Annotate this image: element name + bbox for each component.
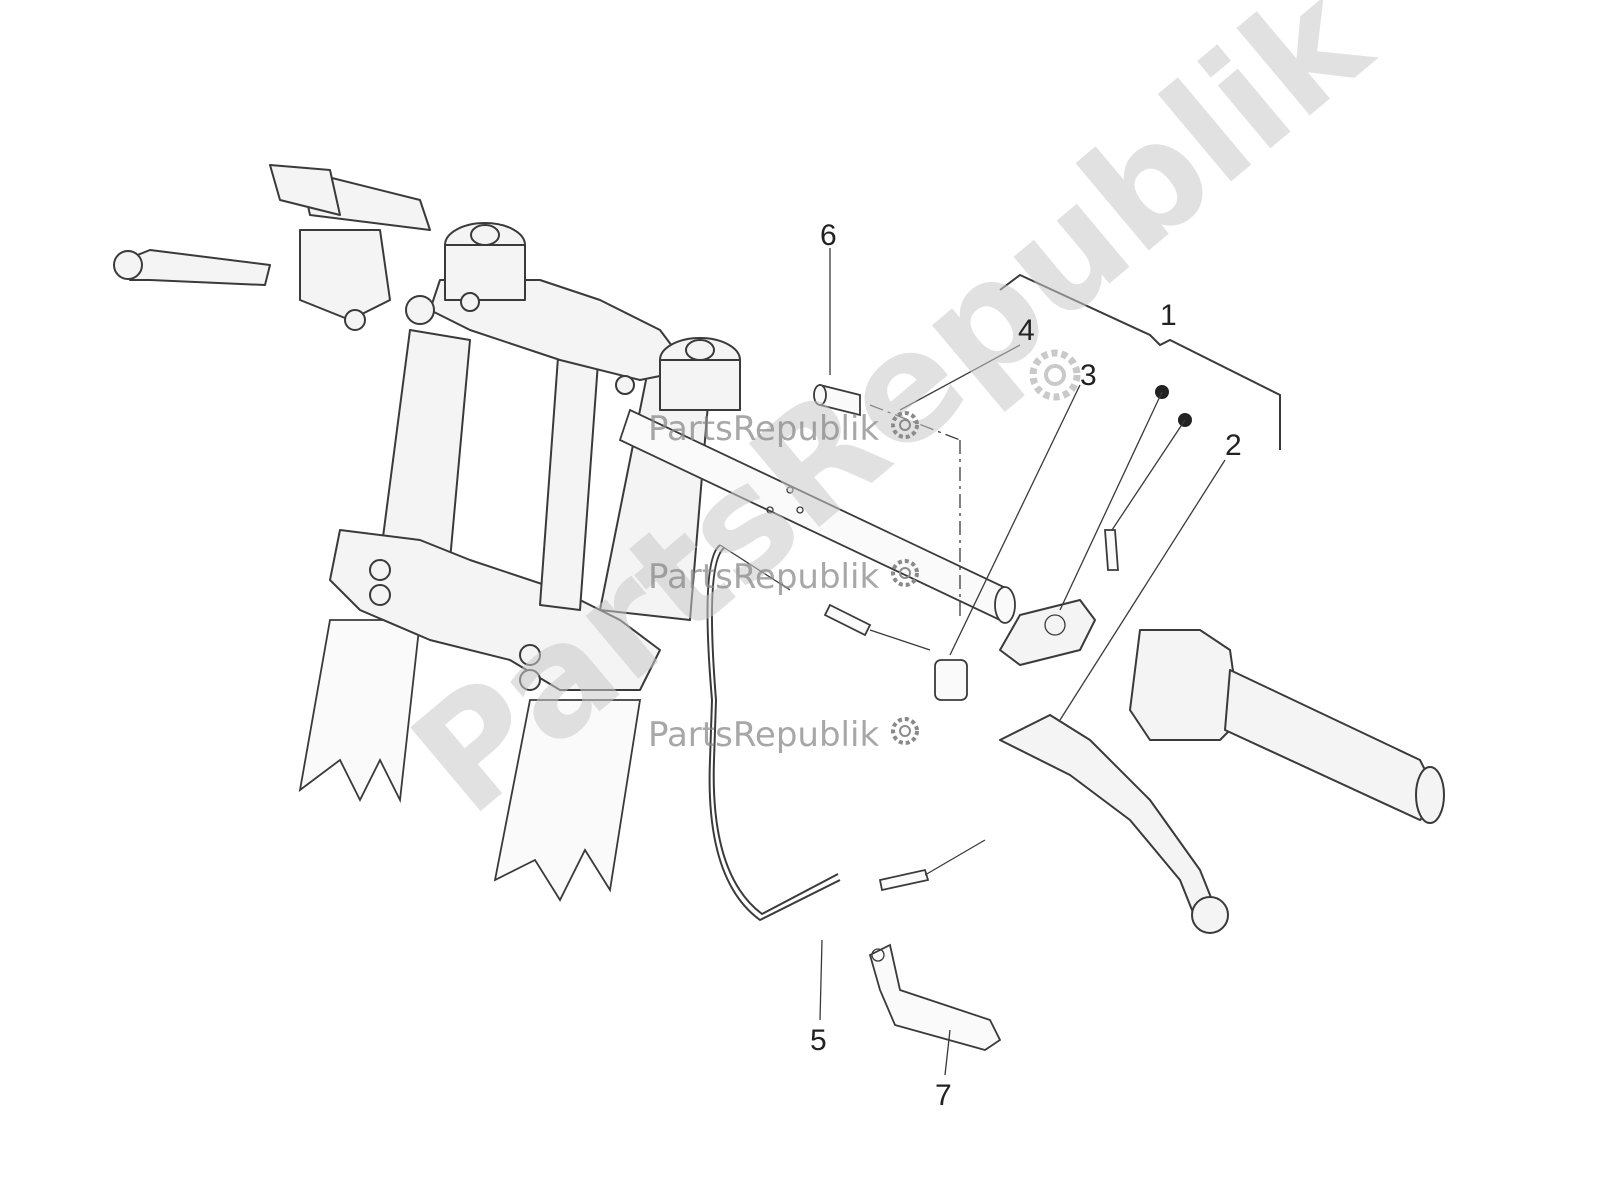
lever-body [999,714,1221,931]
leader-1a [1059,391,1163,611]
clamp-bolt [460,292,480,312]
part-5-clutch-cable [706,544,986,1021]
screw [1104,529,1119,571]
clamp-bolt [519,644,541,666]
part-2-clutch-lever [999,459,1229,934]
leader-1b [1111,419,1186,531]
callout-6: 6 [820,219,837,252]
callout-labels: 1 2 3 4 5 6 7 [810,219,1242,1112]
cable-line [719,544,791,591]
callout-7: 7 [935,1079,952,1112]
tube-hole [766,506,774,514]
gear-icon [891,559,919,587]
watermark-text: PartsRepublik [648,715,879,755]
clamp-bolt [519,669,541,691]
adjuster [878,868,930,892]
callout-2: 2 [1225,429,1242,462]
cable-sheath [706,544,841,922]
cable-end-fitting [823,603,872,637]
callout-1: 1 [1160,299,1177,332]
right-handlebar-tube [618,408,1016,624]
fork-cap-bolt [470,224,500,246]
right-switch-grip [1129,629,1445,824]
lever-bracket [999,385,1192,666]
leader-2 [1059,459,1226,721]
leader-5 [819,939,823,1021]
cable-sheath-inner [710,547,839,916]
switch-housing [1129,629,1241,741]
fork-assembly [113,164,741,902]
front-brake-lever [119,249,271,286]
part-7-cable-bracket [868,943,1002,1076]
tube-hole [796,506,804,514]
watermark-line-1: PartsRepublik [648,409,919,449]
callout-5: 5 [810,1024,827,1057]
callout-3: 3 [1080,359,1097,392]
gear-icon [891,717,919,745]
watermark-text: PartsRepublik [648,557,879,597]
bracket-hole [1044,614,1066,636]
brake-master-cylinder [299,229,391,321]
bracket-hole [871,948,885,962]
banjo-bolt [344,309,366,331]
bushing-body [934,659,968,701]
lever-ball-end [1191,896,1229,934]
fork-leg-left-upper [379,329,471,561]
right-throttle-grip [1224,669,1441,821]
hose-fitting [405,295,435,325]
part-3-bushing [934,384,1081,701]
leader-3 [949,384,1081,656]
gear-icon [1029,349,1081,401]
tube-hole [786,486,794,494]
clamp-bolt [369,559,391,581]
cable-bracket-body [868,943,1002,1051]
fork-top-right [659,359,741,411]
pin-end [813,384,827,406]
left-grip [269,164,341,216]
leader-7 [944,1029,951,1076]
callout-4: 4 [1018,314,1035,347]
grip-end [1415,766,1445,824]
lever-tip [113,250,143,280]
watermark-line-3: PartsRepublik [648,715,919,755]
inner-cable [869,629,931,651]
clamp-bolt [369,584,391,606]
bracket-1 [999,273,1281,450]
fork-top-left [444,244,526,301]
watermark-line-2: PartsRepublik [648,557,919,597]
leader-4 [899,344,1021,411]
fork-leg-left-lower [298,619,422,804]
watermark-text: PartsRepublik [648,409,879,449]
tube-end [994,586,1016,624]
fork-cap-bolt [685,339,715,361]
inner-cable [924,839,986,876]
part-6-pin [813,248,961,620]
fork-leg-right-lower [493,699,642,902]
lower-triple-clamp [329,529,661,691]
clamp-bolt [615,375,635,395]
gear-icon [891,411,919,439]
